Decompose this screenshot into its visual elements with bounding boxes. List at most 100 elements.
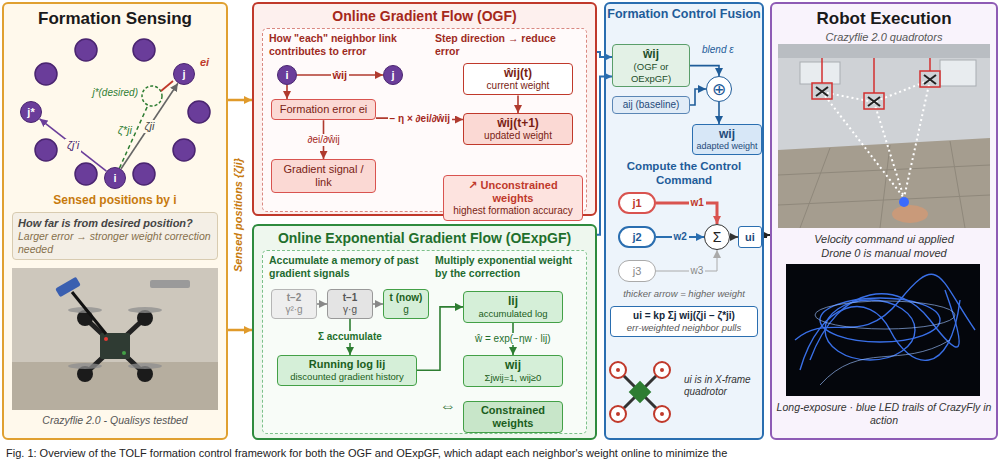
panel-fill (604, 2, 764, 440)
label-text: i (285, 70, 288, 81)
edge-label: w3 (689, 265, 706, 277)
photo-caption: Velocity command ui applied (772, 233, 996, 246)
neighbor-node: j3 (618, 260, 656, 282)
memory-cell: t−2γ²·g (271, 289, 317, 319)
memory-cell: t−1γ·g (327, 289, 373, 319)
equivalence-symbol: ⇔ (440, 396, 456, 415)
neighbor-node: j1 (618, 192, 656, 214)
ogf-panel: Online Gradient Flow (OGF) How "each" nei… (252, 2, 597, 216)
section-heading: Compute the Control Command (606, 160, 762, 188)
label-text: updated weight (468, 130, 568, 142)
connector-arrow (228, 99, 252, 102)
panel-title: Robot Execution (772, 9, 996, 29)
edge-label: w2 (672, 231, 689, 243)
label-text: lij (467, 294, 559, 308)
neighbor-node: j2 (618, 226, 656, 248)
label-text: γ·g (330, 304, 370, 316)
panel-fill (262, 28, 587, 212)
label-text: Running log lij (281, 358, 413, 371)
note-label: thicker arrow = higher weight (606, 288, 762, 299)
label-text: ui (745, 232, 755, 243)
edge-label: ζj'i (65, 139, 81, 152)
connector-arrow (373, 303, 383, 305)
label-text: current weight (468, 80, 568, 92)
long-exposure-photo (786, 264, 980, 396)
label-text: adapted weight (696, 141, 758, 152)
vector-label: ζ*ji (106, 124, 132, 137)
label-text: highest formation accuracy (448, 205, 578, 217)
connector-arrow (730, 236, 738, 238)
section-heading: Multiply exponential weight by the corre… (435, 254, 583, 280)
connector-arrow (656, 203, 717, 224)
label-text: wij (467, 358, 559, 372)
robot-node: i (104, 167, 126, 189)
panel-title: Online Exponential Gradient Flow (OExpGF… (254, 230, 595, 247)
label-text: Σ (713, 230, 722, 244)
process-box: Running log lijdiscounted gradient histo… (277, 355, 417, 386)
edge-label: ∂ei/∂ŵij (306, 134, 342, 146)
weight-box: wijΣjwij=1, wij≥0 (463, 355, 563, 387)
label-text: j3 (633, 266, 642, 277)
label-text: aij (baseline) (616, 99, 686, 111)
connector-arrow (690, 66, 719, 76)
command-box: ui (738, 226, 762, 248)
photo-caption: Drone 0 is manual moved (772, 247, 996, 260)
edge-label: Σ accumulate (316, 331, 384, 343)
lab-photo (778, 44, 990, 228)
sensing-panel: Formation Sensingj*jiHow far is from des… (2, 2, 228, 440)
connector-arrow (690, 89, 706, 105)
memory-cell: t (now)g (383, 289, 429, 319)
label-text: How far is from desired position? (18, 217, 212, 230)
result-box: Constrained weights (463, 401, 563, 433)
label-text: Σjwij=1, wij≥0 (467, 372, 559, 383)
figure-caption: Fig. 1: Overview of the TOLF formation c… (6, 447, 994, 460)
label-text: Gradient signal / link (276, 163, 371, 189)
process-box: Formation error ei (271, 99, 376, 120)
panel-title: Online Gradient Flow (OGF) (254, 8, 595, 25)
error-vector (161, 81, 173, 91)
sum-node: Σ (704, 224, 730, 250)
label-text: j (182, 69, 185, 80)
weight-box: ŵij(t+1)updated weight (463, 113, 573, 145)
process-box: Gradient signal / link (271, 159, 376, 193)
caption-label: Sensed positions by i (4, 193, 226, 207)
weight-box: wijadapted weight (692, 124, 762, 155)
connector-arrow (718, 102, 720, 124)
panel-fill (770, 2, 998, 440)
edge-label: ζji (143, 120, 157, 133)
label-text: ui = kp Σj wij(ζji − ζ*ji) (614, 310, 754, 322)
desired-label: j*(desired) (72, 87, 138, 99)
label-text: ŵij(t+1) (468, 116, 568, 130)
robot-node: j (173, 63, 195, 85)
label-text: j (391, 70, 394, 81)
label-text: ↗ Unconstrained weights (448, 179, 578, 205)
panel-fill (2, 2, 228, 440)
panel-title: Formation Sensing (4, 9, 226, 29)
blend-label: blend ε (702, 44, 734, 56)
connector-arrow (656, 250, 717, 271)
link-node: j (383, 65, 403, 85)
baseline-box: aij (baseline) (612, 96, 690, 114)
note-box: How far is from desired position?Larger … (12, 212, 218, 260)
process-box: lijaccumulated log (463, 291, 563, 323)
label-text: wij (696, 127, 758, 141)
label-text: t−2 (274, 292, 314, 304)
blend-node: ⊕ (706, 76, 732, 102)
edge-label: w1 (689, 197, 706, 209)
connector-arrow (40, 119, 107, 171)
photo-caption: Crazyflie 2.0 - Qualisys testbed (4, 414, 226, 427)
label-text: j1 (632, 198, 641, 209)
robot-panel: Robot ExecutionCrazyflie 2.0 quadrotors (770, 2, 998, 440)
error-label: ei (200, 56, 209, 69)
label-text: t (now) (386, 292, 426, 304)
desired-vector (120, 105, 149, 168)
panel-subtitle: Crazyflie 2.0 quadrotors (772, 31, 996, 44)
label-text: j2 (632, 232, 641, 243)
connector-arrow (286, 85, 288, 99)
label-text: Formation error ei (276, 103, 371, 116)
label-text: ⊕ (712, 81, 726, 98)
section-heading: Step direction → reduce error (435, 32, 583, 58)
section-heading: How "each" neighbor link contributes to … (269, 32, 429, 58)
edge-label: − η × ∂ei/∂ŵij (388, 113, 452, 125)
panel-fill (262, 250, 587, 434)
